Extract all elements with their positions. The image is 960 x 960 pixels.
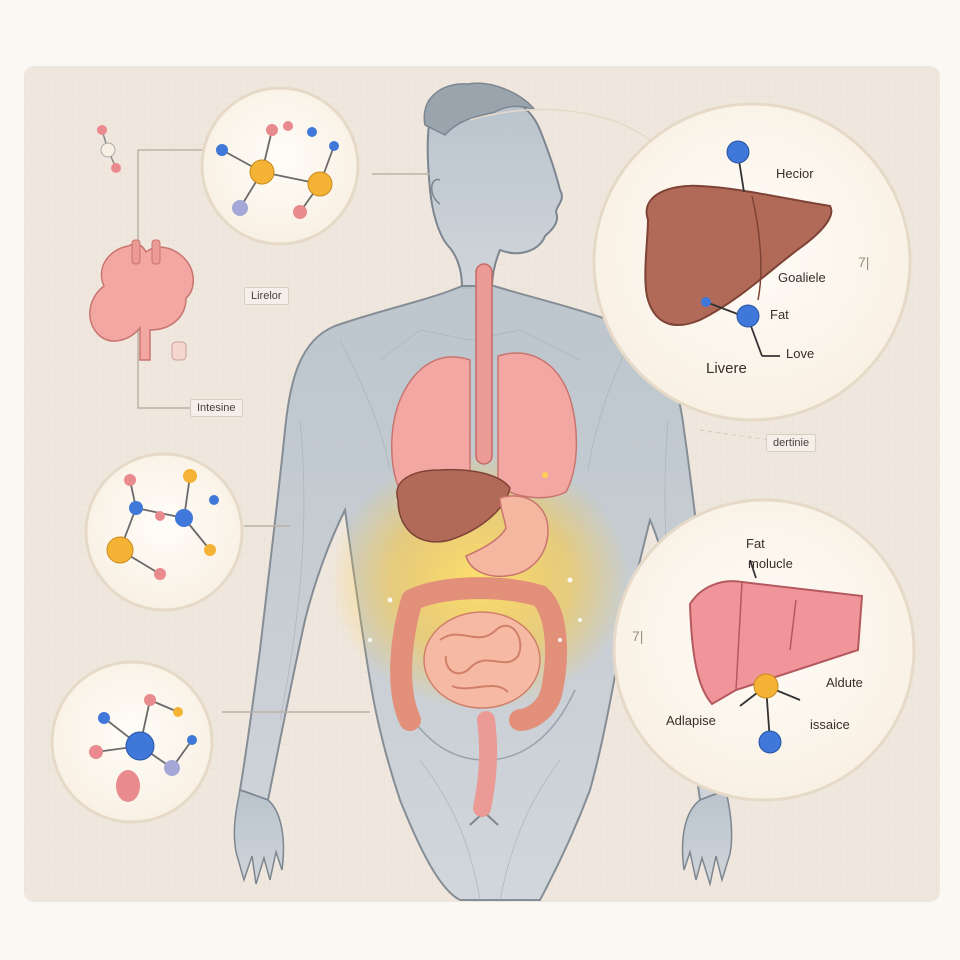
stomach-shape (465, 495, 549, 578)
fat-label-tissue: issaice (810, 717, 850, 732)
stray-mark-1: 7| (858, 254, 870, 270)
large-intestine-shape (390, 577, 567, 731)
trachea-shape (475, 263, 493, 465)
left-tag-2: Intesine (190, 399, 243, 417)
sparkles (368, 472, 582, 642)
stray-mark-2: 7| (632, 628, 644, 644)
right-tag: dertinie (766, 434, 817, 452)
liver-label-fat: Fat (770, 307, 789, 322)
molecule-circle-1 (200, 86, 360, 246)
decorative-arc-top (469, 108, 651, 141)
fat-label-fat: Fat (746, 536, 765, 551)
molecule-circle-3 (50, 660, 214, 824)
pancreas-icon (89, 239, 194, 361)
liver-callout-circle (592, 102, 912, 422)
small-intestine-shape (423, 611, 541, 709)
liver-label-love: Love (786, 346, 815, 361)
adipose-callout-circle (612, 498, 916, 802)
liver-label-liver: Livere (706, 360, 747, 377)
molecule-circle-2 (84, 452, 244, 612)
rectum-shape (473, 711, 498, 817)
liver-shape (396, 468, 511, 543)
fat-label-adipose: Adlapise (666, 713, 716, 728)
liver-label-header: Hecior (776, 166, 814, 181)
right-lung-shape (497, 352, 578, 499)
left-tag-1: Lirelor (244, 287, 289, 305)
liver-label-gallbladder: Goaliele (778, 270, 826, 285)
fat-label-molecule: molucle (748, 556, 793, 571)
fat-label-aldute: Aldute (826, 675, 863, 690)
small-molecule-icon (97, 125, 121, 173)
